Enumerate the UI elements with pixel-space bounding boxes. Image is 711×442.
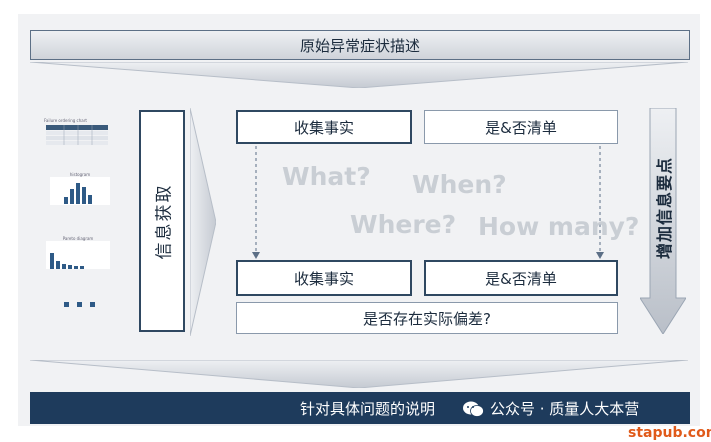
where-question: Where? [350,210,457,239]
info-gathering-label: 信息获取 [154,183,175,259]
what-question: What? [282,162,371,191]
site-watermark: stapub.com [628,425,711,441]
pareto-title: Pareto diagram [62,236,94,241]
collect-facts-top-label: 收集事实 [293,118,354,137]
collect-facts-top-box: 收集事实 [236,110,412,144]
yes-no-list-top-label: 是&否清单 [485,118,557,137]
wechat-icon [463,401,484,417]
original-symptom-label: 原始异常症状描述 [299,36,420,55]
info-gathering-box: 信息获取 [139,110,185,332]
failure-table-title: Failure ordering chart [44,118,87,123]
yes-no-list-bottom-label: 是&否清单 [485,269,557,288]
bottom-funnel-arrow [30,360,688,388]
how-many-question: How many? [478,212,640,241]
add-points-label: 增加信息要点 [655,156,675,260]
watermark-text: 公众号 · 质量人大本营 [490,400,640,418]
histogram-thumbnail-graphic [50,177,110,205]
original-symptom-bar: 原始异常症状描述 [30,30,690,60]
pareto-thumbnail-graphic [46,241,110,269]
watermark: 公众号 · 质量人大本营 [462,398,639,419]
yes-no-list-top-box: 是&否清单 [424,110,618,144]
when-question: When? [412,170,507,199]
actual-deviation-label: 是否存在实际偏差? [363,309,491,328]
histogram-title: histogram [69,172,91,177]
add-points-arrow [640,108,686,334]
collect-facts-bottom-box: 收集事实 [236,260,412,296]
add-points-label-wrap: 增加信息要点 [648,146,678,270]
failure-table-thumbnail: Failure ordering chart [44,118,110,152]
histogram-thumbnail: histogram [50,172,110,206]
yes-no-list-bottom-box: 是&否清单 [424,260,618,296]
specific-problem-label: 针对具体问题的说明 [300,399,436,418]
pareto-thumbnail: Pareto diagram [46,236,110,270]
specific-problem-bar: 针对具体问题的说明 [30,392,690,424]
table-thumbnail-graphic [46,125,108,145]
more-dots-icon [64,302,95,307]
collect-facts-bottom-label: 收集事实 [293,269,354,288]
top-funnel-arrow [30,62,688,88]
dashed-connectors [252,146,604,259]
actual-deviation-box: 是否存在实际偏差? [236,302,618,334]
right-chevron-arrow [190,108,216,336]
